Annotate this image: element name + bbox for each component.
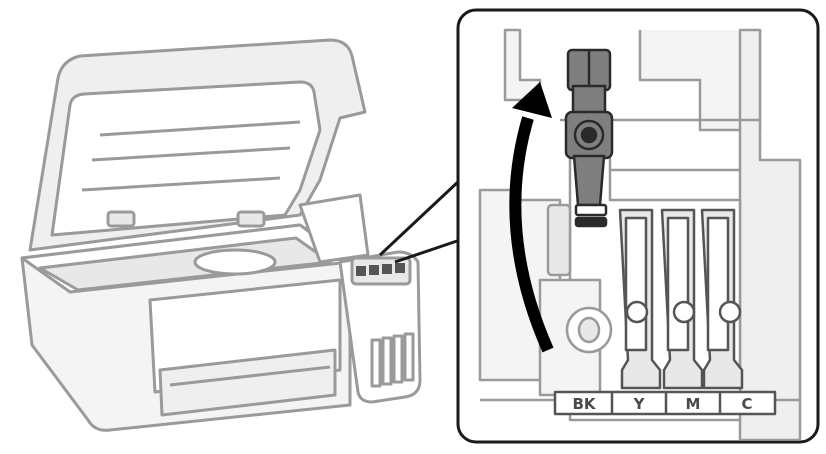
ink-tank-c <box>700 208 744 390</box>
curved-arrow-up-icon <box>509 82 554 353</box>
ink-bottle-icon <box>564 48 614 228</box>
tank-label-m: M <box>686 395 701 413</box>
callout-panel: BK Y M C <box>456 8 820 444</box>
tank-label-y: Y <box>633 395 646 413</box>
ink-tank-m <box>660 208 704 390</box>
callout-connector <box>378 178 462 264</box>
tank-label-strip: BK Y M C <box>572 395 752 413</box>
scanner-lid-inner <box>50 80 322 237</box>
printer-illustration <box>20 38 422 432</box>
tank-label-c: C <box>741 395 752 413</box>
tank-cover-open <box>298 193 370 264</box>
tank-label-bk: BK <box>572 395 596 413</box>
ink-tank-y <box>618 208 662 390</box>
